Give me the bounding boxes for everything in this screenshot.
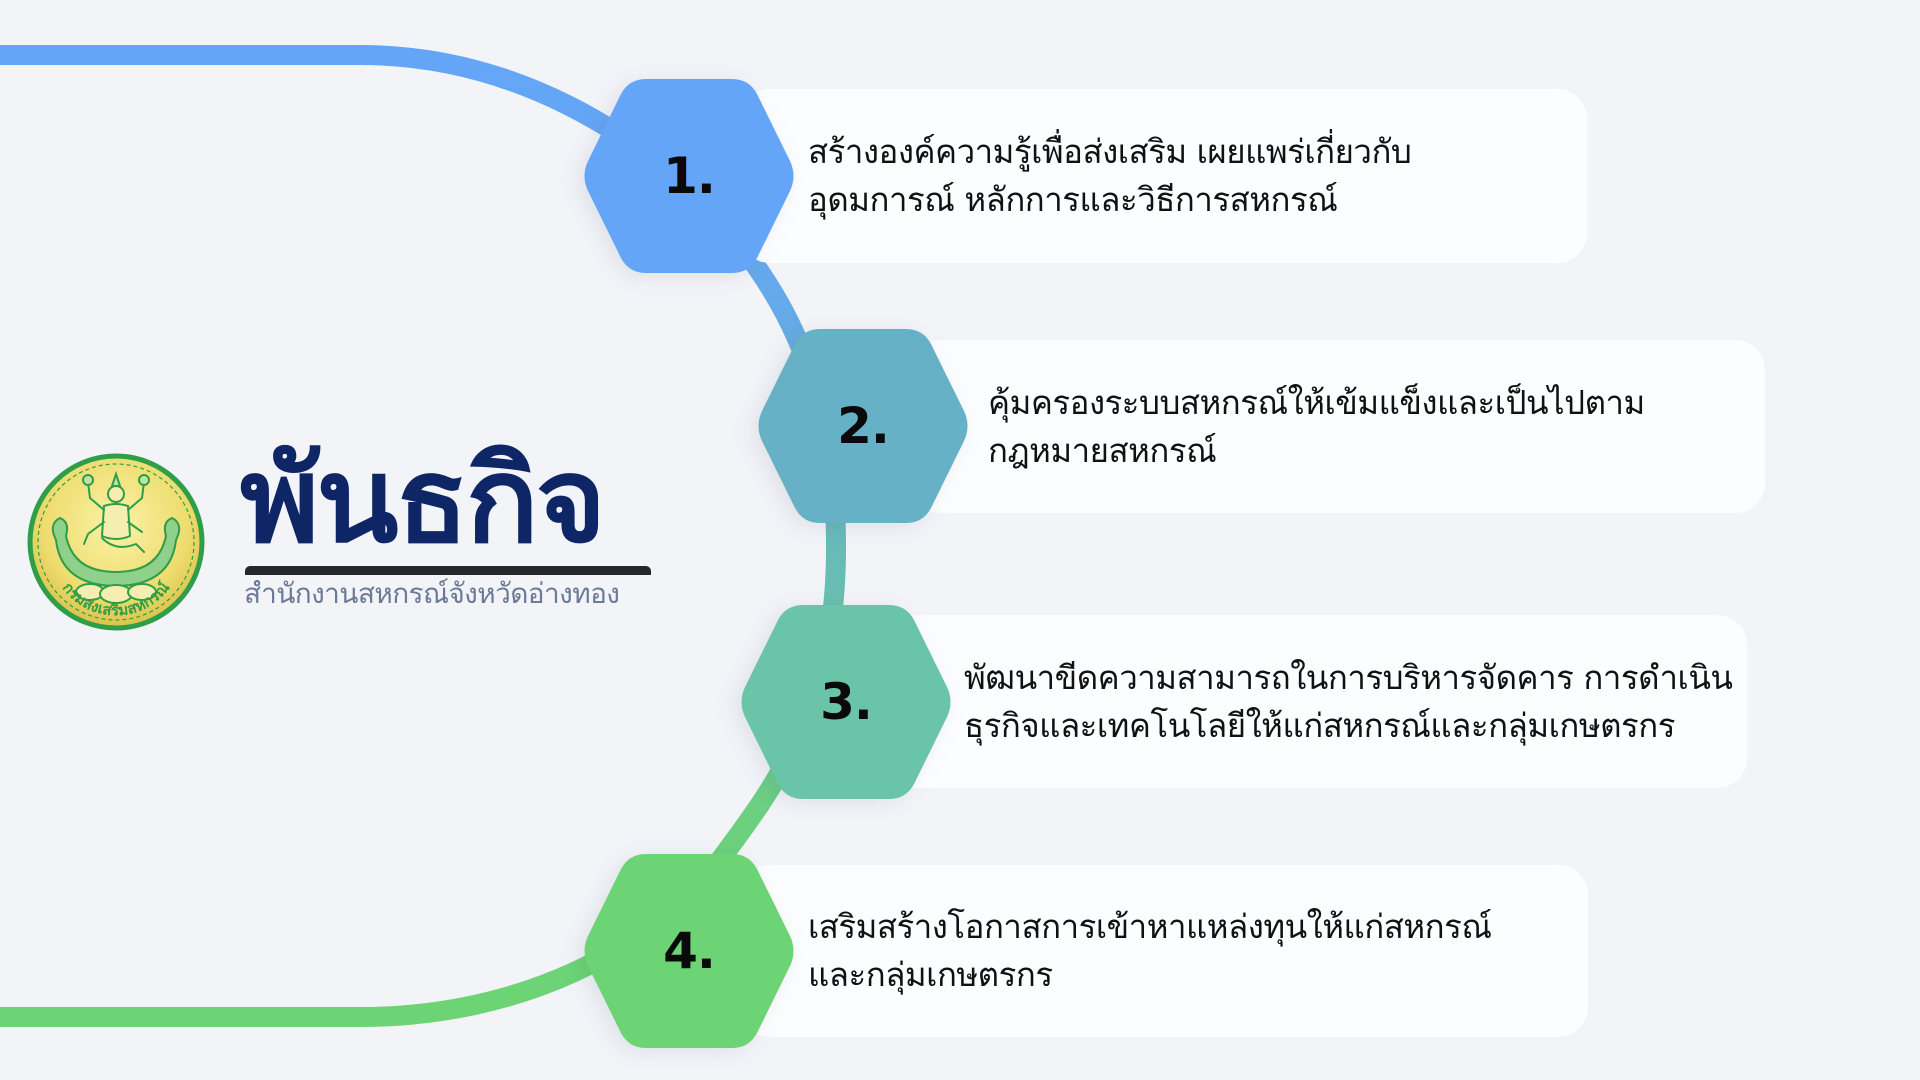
title-underline [245,566,651,575]
mission-text-4: เสริมสร้างโอกาสการเข้าหาแหล่งทุนให้แก่สห… [808,907,1492,994]
mission-text-3: พัฒนาขีดความสามารถในการบริหารจัดคาร การด… [964,657,1733,745]
department-seal-logo-icon: กรมส่งเสริมสหกรณ์ [27,453,205,631]
mission-card-3: พัฒนาขีดความสามารถในการบริหารจัดคาร การด… [890,615,1747,788]
hexagon-shape-icon [741,605,951,799]
hexagon-shape-icon [584,854,794,1048]
page-title: พันธกิจ [240,431,606,569]
hexagon-shape-icon [584,79,794,273]
mission-number-3: 3. [820,673,873,731]
mission-number-1: 1. [663,147,716,205]
mission-card-1: สร้างองค์ความรู้เพื่อส่งเสริม เผยแพร่เกี… [740,89,1587,263]
hexagon-shape-icon [758,329,968,523]
mission-card-4: เสริมสร้างโอกาสการเข้าหาแหล่งทุนให้แก่สห… [740,865,1588,1037]
office-name-subtitle: สำนักงานสหกรณ์จังหวัดอ่างทอง [244,577,620,610]
mission-hexagon-3: 3. [741,605,951,799]
mission-hexagon-4: 4. [584,854,794,1048]
mission-number-2: 2. [837,397,890,455]
mission-hexagon-1: 1. [584,79,794,273]
mission-number-4: 4. [663,922,716,980]
mission-text-2: คุ้มครองระบบสหกรณ์ให้เข้มแข็งและเป็นไปตา… [988,382,1645,470]
mission-card-2: คุ้มครองระบบสหกรณ์ให้เข้มแข็งและเป็นไปตา… [910,340,1765,513]
mission-text-1: สร้างองค์ความรู้เพื่อส่งเสริม เผยแพร่เกี… [808,132,1412,219]
mission-hexagon-2: 2. [758,329,968,523]
